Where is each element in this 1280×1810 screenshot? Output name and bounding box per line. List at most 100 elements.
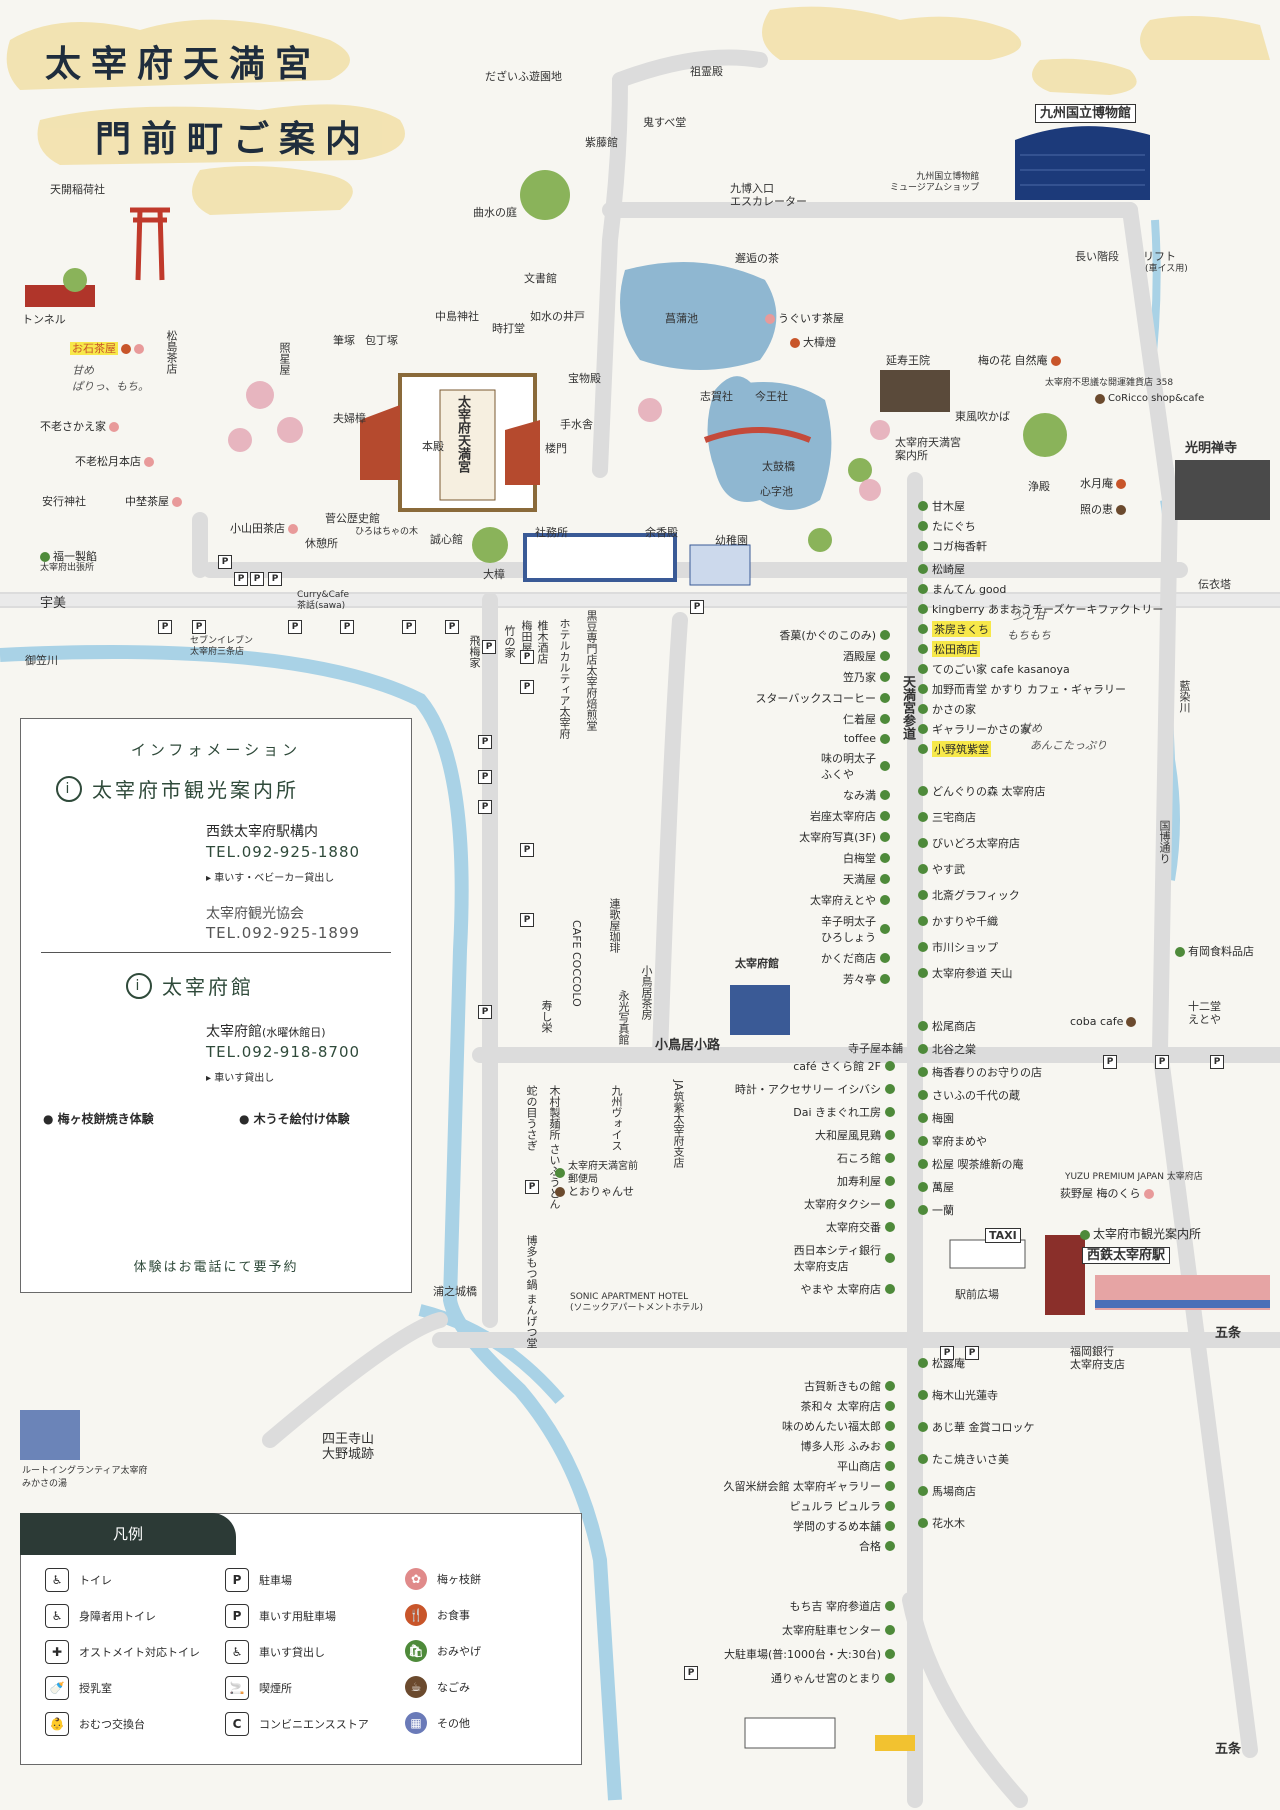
pin-coricco[interactable]: CoRicco shop&cafe — [1095, 392, 1204, 405]
shop-lower-left-0[interactable]: café さくら館 2F — [793, 1058, 895, 1074]
shop-gojo-5[interactable]: 久留米絣会館 太宰府ギャラリー — [724, 1478, 895, 1494]
pin-fukuoka-bank[interactable]: 福岡銀行 太宰府支店 — [1070, 1345, 1125, 1371]
shop-lower-right-0[interactable]: 松尾商店 — [918, 1018, 1042, 1034]
shop-lower-right-2[interactable]: 梅香春りのお守りの店 — [918, 1064, 1042, 1080]
shop-sando-right3-5[interactable]: かすりや千織 — [918, 913, 1046, 929]
pin-ume-no-hana[interactable]: 梅の花 自然庵 — [978, 354, 1061, 367]
shop-gojo-8[interactable]: 合格 — [859, 1538, 895, 1554]
pin-ogino[interactable]: 荻野屋 梅のくら — [1060, 1187, 1154, 1200]
shop-lower-right-1[interactable]: 北谷之棠 — [918, 1041, 1042, 1057]
shop-sando-left-11[interactable]: 天満屋 — [843, 871, 890, 887]
shop-bottom-1[interactable]: 太宰府駐車センター — [782, 1622, 895, 1638]
shop-sando-right2-2[interactable]: kingberry あまおうチーズケーキファクトリー — [918, 601, 1163, 617]
shop-sando-left-2[interactable]: 笠乃家 — [843, 669, 890, 685]
shop-lower-right-4[interactable]: 梅園 — [918, 1110, 1042, 1126]
shop-bottom-3[interactable]: 通りゃんせ宮のとまり — [771, 1670, 895, 1686]
shop-gojo-4[interactable]: 平山商店 — [837, 1458, 895, 1474]
shop-lower-left-6[interactable]: 太宰府タクシー — [804, 1196, 895, 1212]
shop-gojo-right-4[interactable]: 馬場商店 — [918, 1483, 1035, 1499]
shop-sando-left-4[interactable]: 仁着屋 — [843, 711, 890, 727]
shop-sando-left-9[interactable]: 太宰府写真(3F) — [799, 829, 890, 845]
shop-sando-right3-3[interactable]: やす武 — [918, 861, 1046, 877]
shop-gojo-right-2[interactable]: あじ華 金賞コロッケ — [918, 1419, 1035, 1435]
shop-marker-icon — [918, 564, 928, 574]
shop-sando-right2-5[interactable]: てのごい家 cafe kasanoya — [918, 661, 1163, 677]
shop-gojo-right-1[interactable]: 梅木山光蓮寺 — [918, 1387, 1035, 1403]
shop-sando-left-1[interactable]: 酒殿屋 — [843, 648, 890, 664]
shop-lower-right-7[interactable]: 萬屋 — [918, 1179, 1042, 1195]
shop-lower-left-3[interactable]: 大和屋風見鶏 — [815, 1127, 895, 1143]
parking-icon: P — [478, 770, 492, 784]
shop-bottom-0[interactable]: もち吉 宰府参道店 — [790, 1598, 895, 1614]
shop-sando-right2-0[interactable]: 松崎屋 — [918, 561, 1163, 577]
shop-lower-left-8[interactable]: 西日本シティ銀行 太宰府支店 — [794, 1242, 895, 1274]
pin-ookusu[interactable]: 大樟燈 — [790, 336, 836, 349]
pin-info-center[interactable]: 太宰府市観光案内所 — [1080, 1228, 1201, 1241]
shop-sando-right2-3[interactable]: 茶房きくち — [918, 621, 1163, 637]
shop-gojo-1[interactable]: 茶和々 太宰府店 — [801, 1398, 895, 1414]
shop-gojo-7[interactable]: 学問のするめ本舗 — [793, 1518, 895, 1534]
pin-fuo-sakaeya[interactable]: 不老さかえ家 — [40, 420, 119, 433]
shop-sando-left-10[interactable]: 白梅堂 — [843, 850, 890, 866]
pin-ishi-chaya[interactable]: お石茶屋 — [70, 342, 144, 355]
shop-gojo-3[interactable]: 博多人形 ふみお — [801, 1438, 895, 1454]
shop-lower-left-2[interactable]: Dai きまぐれ工房 — [793, 1104, 895, 1120]
shop-gojo-2[interactable]: 味のめんたい福太郎 — [782, 1418, 895, 1434]
shop-sando-right2-4[interactable]: 松田商店 — [918, 641, 1163, 657]
shop-sando-left-7[interactable]: なみ満 — [843, 787, 890, 803]
pin-fukuichi[interactable]: 福一製餡 — [40, 550, 97, 563]
shop-sando-right3-6[interactable]: 市川ショップ — [918, 939, 1046, 955]
shop-sando-left-14[interactable]: かくだ商店 — [821, 950, 890, 966]
pin-torian[interactable]: とおりゃんせ — [555, 1185, 634, 1198]
pin-post-office[interactable]: 太宰府天満宮前 郵便局 — [555, 1160, 638, 1186]
shop-sando-right2-7[interactable]: かさの家 — [918, 701, 1163, 717]
shop-sando-left-6[interactable]: 味の明太子 ふくや — [821, 750, 890, 782]
shop-sando-left-5[interactable]: toffee — [844, 732, 890, 745]
shop-gojo-right-5[interactable]: 花水木 — [918, 1515, 1035, 1531]
pin-coba-cafe[interactable]: coba cafe — [1070, 1015, 1137, 1028]
shop-sando-right-1[interactable]: たにぐち — [918, 518, 987, 534]
shop-lower-left-7[interactable]: 太宰府交番 — [826, 1219, 895, 1235]
pin-mizuki-an[interactable]: 水月庵 — [1080, 477, 1126, 490]
shop-lower-right-6[interactable]: 松屋 喫茶維新の庵 — [918, 1156, 1042, 1172]
shop-sando-left-12[interactable]: 太宰府えとや — [810, 892, 890, 908]
dazaifu-kan-tel[interactable]: TEL.092-918-8700 — [206, 1043, 361, 1061]
shop-lower-right-5[interactable]: 宰府まめや — [918, 1133, 1042, 1149]
shop-sando-left-13[interactable]: 辛子明太子 ひろしょう — [821, 913, 890, 945]
shop-gojo-right-0[interactable]: 松露庵 — [918, 1355, 1035, 1371]
pin-uguisu-chaya[interactable]: うぐいす茶屋 — [765, 312, 844, 325]
info-assoc-tel[interactable]: TEL.092-925-1899 — [206, 924, 361, 942]
shop-gojo-0[interactable]: 古賀新きもの館 — [804, 1378, 895, 1394]
shop-sando-right3-0[interactable]: どんぐりの森 太宰府店 — [918, 783, 1046, 799]
shop-sando-right-0[interactable]: 甘木屋 — [918, 498, 987, 514]
shop-sando-right3-1[interactable]: 三宅商店 — [918, 809, 1046, 825]
shop-sando-left-8[interactable]: 岩座太宰府店 — [810, 808, 890, 824]
pin-arimitsu[interactable]: 有岡食料品店 — [1175, 945, 1254, 958]
pin-teruno-megumi[interactable]: 照の恵 — [1080, 503, 1126, 516]
main-shrine-building — [360, 405, 540, 485]
info-center-tel[interactable]: TEL.092-925-1880 — [206, 843, 361, 861]
shop-lower-left-1[interactable]: 時計・アクセサリー イシバシ — [735, 1081, 895, 1097]
shop-lower-left-5[interactable]: 加寿利屋 — [837, 1173, 895, 1189]
shop-sando-right3-7[interactable]: 太宰府参道 天山 — [918, 965, 1046, 981]
shop-lower-right-3[interactable]: さいふの千代の蔵 — [918, 1087, 1042, 1103]
shop-sando-right2-9[interactable]: 小野筑紫堂 — [918, 741, 1163, 757]
shop-lower-right-8[interactable]: 一蘭 — [918, 1202, 1042, 1218]
shop-bottom-2[interactable]: 大駐車場(普:1000台・大:30台) — [724, 1646, 895, 1662]
pin-fuo-matsumoto[interactable]: 不老松月本店 — [75, 455, 154, 468]
pin-nakashima-chaya[interactable]: 中埜茶屋 — [125, 495, 182, 508]
shop-sando-right2-6[interactable]: 加野而青堂 かすり カフェ・ギャラリー — [918, 681, 1163, 697]
shop-sando-right2-1[interactable]: まんてん good — [918, 581, 1163, 597]
shop-sando-left-15[interactable]: 芳々亭 — [843, 971, 890, 987]
pin-koyamada[interactable]: 小山田茶店 — [230, 522, 298, 535]
shop-sando-right-2[interactable]: コガ梅香軒 — [918, 538, 987, 554]
shop-sando-right3-2[interactable]: びいどろ太宰府店 — [918, 835, 1046, 851]
shop-lower-left-4[interactable]: 石ころ館 — [837, 1150, 895, 1166]
shop-sando-right3-4[interactable]: 北斎グラフィック — [918, 887, 1046, 903]
shop-sando-left-3[interactable]: スターバックスコーヒー — [755, 690, 890, 706]
shop-sando-right2-8[interactable]: ギャラリーかさの家 — [918, 721, 1163, 737]
shop-gojo-6[interactable]: ピュルラ ピュルラ — [790, 1498, 895, 1514]
shop-lower-left-9[interactable]: やまや 太宰府店 — [801, 1281, 895, 1297]
shop-sando-left-0[interactable]: 香菓(かぐのこのみ) — [779, 627, 890, 643]
shop-gojo-right-3[interactable]: たこ焼きいさ美 — [918, 1451, 1035, 1467]
